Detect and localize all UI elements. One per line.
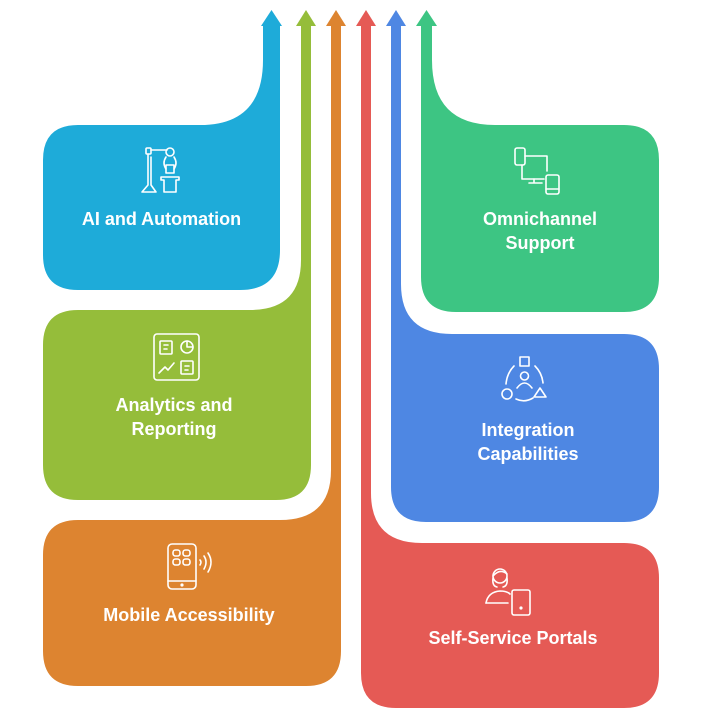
label-mobile-line: Mobile Accessibility <box>103 605 275 625</box>
mobile-app-signal-icon <box>167 542 217 592</box>
branch-selfservice-shape <box>361 24 659 708</box>
arrowhead-mobile <box>326 10 346 26</box>
branch-selfservice <box>356 10 659 708</box>
branch-omnichannel <box>416 10 659 312</box>
person-tablet-icon <box>483 566 535 618</box>
arrowhead-omnichannel <box>416 10 437 26</box>
multi-device-icon <box>512 145 568 197</box>
branch-integration <box>386 10 659 522</box>
label-integration: Integration Capabilities <box>397 418 659 466</box>
robotic-arm-icon <box>137 145 189 197</box>
label-omnichannel-line-1: Omnichannel <box>482 209 598 229</box>
branch-analytics-shape <box>43 24 311 500</box>
label-selfservice: Self-Service Portals <box>367 626 659 650</box>
branch-integration-shape <box>391 24 659 522</box>
person-shapes-cycle-icon <box>500 356 550 404</box>
label-mobile: Mobile Accessibility <box>43 603 335 627</box>
label-ai-line: AI and Automation <box>81 209 242 229</box>
arrowhead-analytics <box>296 10 316 26</box>
label-analytics: Analytics and Reporting <box>43 393 305 441</box>
branch-mobile-shape <box>43 24 341 686</box>
dashboard-analytics-icon <box>151 332 201 382</box>
arrowhead-ai <box>261 10 282 26</box>
arrowhead-integration <box>386 10 406 26</box>
label-integration-line-2: Capabilities <box>477 444 579 464</box>
branch-ai <box>43 10 282 290</box>
label-analytics-line-1: Analytics and <box>115 395 233 415</box>
branch-mobile <box>43 10 346 686</box>
label-analytics-line-2: Reporting <box>131 419 217 439</box>
label-omnichannel-line-2: Support <box>505 233 575 253</box>
branch-ai-shape <box>43 24 280 290</box>
label-selfservice-line: Self-Service Portals <box>428 628 598 648</box>
arrowhead-selfservice <box>356 10 376 26</box>
label-integration-line-1: Integration <box>481 420 575 440</box>
label-ai: AI and Automation <box>43 207 280 231</box>
label-omnichannel: Omnichannel Support <box>421 207 659 255</box>
branch-analytics <box>43 10 316 500</box>
branch-omnichannel-shape <box>421 24 659 312</box>
